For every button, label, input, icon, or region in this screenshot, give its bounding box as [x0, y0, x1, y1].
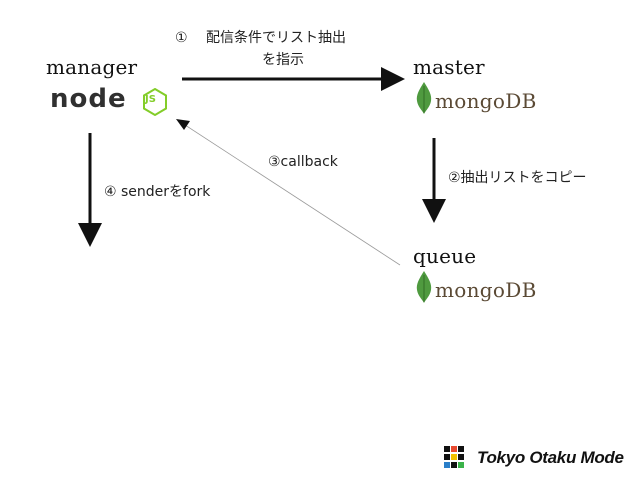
step1-label-line1: ① 配信条件でリスト抽出	[175, 30, 347, 46]
nodejs-logo: node JS	[50, 84, 180, 120]
queue-mongodb-word-mongo: mongo	[435, 278, 506, 302]
master-mongodb-word-mongo: mongo	[435, 89, 506, 113]
tokyo-otaku-mode-wordmark: Tokyo Otaku Mode	[477, 448, 624, 467]
master-mongodb-wordmark: mongoDB	[435, 89, 537, 113]
arrow-callback-head	[176, 119, 190, 130]
queue-mongodb-wordmark: mongoDB	[435, 278, 537, 302]
leaf-icon	[416, 271, 432, 303]
step4-label: ④ senderをfork	[104, 184, 211, 200]
arrow-callback-line	[181, 122, 401, 266]
queue-mongodb-logo: mongoDB	[416, 271, 546, 305]
hexagon-icon	[143, 88, 167, 116]
master-mongodb-logo: mongoDB	[416, 82, 546, 116]
nodejs-badge-text: JS	[145, 94, 156, 105]
tokyo-otaku-mode-logo: Tokyo Otaku Mode	[443, 444, 633, 472]
queue-mongodb-word-db: DB	[505, 278, 537, 302]
tom-logo-icon	[444, 446, 464, 468]
manager-title: manager	[46, 55, 138, 79]
leaf-icon	[416, 82, 432, 114]
nodejs-logo-text: node	[50, 84, 127, 114]
step1-label-line2: を指示	[262, 52, 304, 68]
master-title: master	[413, 55, 485, 79]
master-mongodb-word-db: DB	[505, 89, 537, 113]
step2-label: ②抽出リストをコピー	[448, 170, 587, 186]
queue-title: queue	[413, 244, 477, 268]
step3-label: ③callback	[268, 154, 338, 170]
